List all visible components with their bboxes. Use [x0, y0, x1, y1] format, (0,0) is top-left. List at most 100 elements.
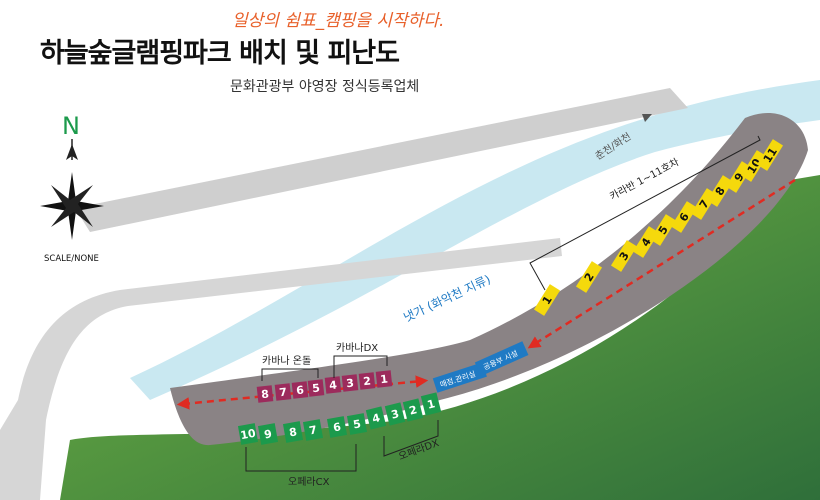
opera-dx-site-3[interactable]: 3 — [384, 402, 406, 426]
cabana-dx-site-box — [358, 372, 376, 390]
cabana-ondol-site-box — [256, 385, 274, 403]
opera-dx-site-2[interactable]: 2 — [402, 398, 424, 422]
caravan-site-box — [610, 240, 638, 272]
opera-cx-site-number: 8 — [288, 425, 298, 439]
opera-dx-site-number: 1 — [426, 397, 437, 411]
opera-cx-site-box — [326, 416, 348, 438]
access-road — [0, 238, 562, 500]
opera-dx-site-number: 3 — [390, 407, 401, 421]
opera-dx-site-box — [420, 392, 442, 416]
caravan-site-4[interactable]: 4 — [632, 226, 660, 258]
cabana-ondol-site-box — [274, 383, 292, 401]
opera-cx-bracket — [245, 444, 357, 472]
caravan-site-box — [649, 214, 677, 246]
cabana-dx-site-box — [341, 374, 359, 392]
opera-cx-site-9[interactable]: 9 — [257, 423, 279, 445]
cabana-ondol-site-6[interactable]: 6 — [291, 381, 309, 399]
caravan-site-box — [756, 139, 784, 171]
north-arrow-icon — [66, 144, 78, 160]
opera-cx-site-box — [282, 421, 304, 443]
cabana-ondol-site-number: 7 — [279, 386, 288, 400]
opera-cx-label: 오페라CX — [288, 476, 330, 488]
evacuation-route-upper — [527, 178, 796, 349]
cabana-dx-site-box — [375, 370, 393, 388]
opera-cx-site-box — [237, 423, 259, 445]
cabana-dx-bracket — [333, 355, 388, 378]
cabana-dx-site-number: 3 — [346, 377, 355, 391]
opera-cx-site-box — [302, 419, 324, 441]
cabana-ondol-site-box — [291, 381, 309, 399]
river-label: 냇가 (화악천 지류) — [401, 271, 493, 324]
opera-dx-site-box — [365, 406, 387, 430]
cabana-ondol-site-7[interactable]: 7 — [274, 383, 292, 401]
opera-dx-site-box — [384, 402, 406, 426]
opera-cx-site-number: 5 — [352, 417, 362, 431]
opera-cx-site-6[interactable]: 6 — [326, 416, 348, 438]
forest-area — [60, 175, 820, 500]
caravan-site-8[interactable]: 8 — [706, 175, 734, 207]
opera-dx-site-box — [402, 398, 424, 422]
caravan-site-box — [670, 201, 698, 233]
cabana-ondol-site-number: 8 — [261, 388, 270, 402]
facility-public-box — [474, 341, 529, 377]
cabana-dx-site-2[interactable]: 2 — [358, 372, 376, 390]
caravan-site-1[interactable]: 1 — [533, 284, 561, 316]
caravan-site-box — [706, 175, 734, 207]
page-subtitle: 문화관광부 야영장 정식등록업체 — [230, 79, 420, 95]
opera-cx-site-number: 10 — [239, 427, 257, 443]
cabana-dx-site-number: 1 — [380, 373, 389, 387]
cabana-ondol-site-8[interactable]: 8 — [256, 385, 274, 403]
cabana-labels: 카바나 온돌 카바나DX — [261, 342, 388, 381]
opera-cx-site-number: 7 — [308, 423, 318, 437]
north-icon: N — [62, 112, 80, 140]
cabana-dx-label: 카바나DX — [336, 342, 378, 354]
caravan-site-3[interactable]: 3 — [610, 240, 638, 272]
opera-cx-site-box — [257, 423, 279, 445]
caravan-site-6[interactable]: 6 — [670, 201, 698, 233]
cabana-dx-site-1[interactable]: 1 — [375, 370, 393, 388]
opera-dx-bracket — [383, 420, 439, 457]
opera-dx-site-number: 2 — [408, 403, 419, 417]
caravan-site-box — [632, 226, 660, 258]
cabana-ondol-label: 카바나 온돌 — [262, 355, 311, 367]
caravan-site-2[interactable]: 2 — [575, 261, 603, 293]
tagline: 일상의 쉼표_캠핑을 시작하다. — [232, 11, 445, 31]
compass: N SCALE/NONE — [40, 112, 104, 264]
opera-cx-site-7[interactable]: 7 — [302, 419, 324, 441]
caravan-site-box — [740, 150, 768, 182]
opera-dx-site-number: 4 — [371, 411, 382, 426]
compass-rose-diag-icon — [51, 185, 93, 227]
scale-label: SCALE/NONE — [44, 254, 99, 264]
opera-cx-site-5[interactable]: 5 — [346, 413, 368, 435]
caravan-site-box — [533, 284, 561, 316]
caravan-site-box — [575, 261, 603, 293]
caravan-bracket — [529, 135, 761, 291]
main-road — [75, 88, 688, 232]
opera-cx-site-number: 9 — [263, 427, 273, 441]
opera-dx-site-4[interactable]: 4 — [365, 406, 387, 430]
opera-cx-site-box — [346, 413, 368, 435]
opera-cx-site-8[interactable]: 8 — [282, 421, 304, 443]
opera-cx-site-10[interactable]: 10 — [237, 423, 259, 445]
cabana-dx-site-4[interactable]: 4 — [324, 376, 342, 394]
river-area — [130, 80, 820, 400]
opera-cx-site-number: 6 — [332, 420, 342, 434]
cabana-ondol-site-number: 6 — [296, 384, 305, 398]
opera-dx-site-1[interactable]: 1 — [420, 392, 442, 416]
cabana-ondol-site-5[interactable]: 5 — [307, 379, 325, 397]
cabana-ondol-site-box — [307, 379, 325, 397]
cabana-dx-site-box — [324, 376, 342, 394]
cabana-ondol-site-number: 5 — [312, 382, 321, 396]
road-arrow-icon — [642, 114, 652, 122]
cabana-dx-site-3[interactable]: 3 — [341, 374, 359, 392]
caravan-site-5[interactable]: 5 — [649, 214, 677, 246]
campsite-ground — [170, 113, 808, 446]
cabana-ondol-bracket — [261, 368, 319, 381]
cabana-dx-site-number: 4 — [329, 379, 338, 393]
facility-store-box — [432, 362, 487, 393]
